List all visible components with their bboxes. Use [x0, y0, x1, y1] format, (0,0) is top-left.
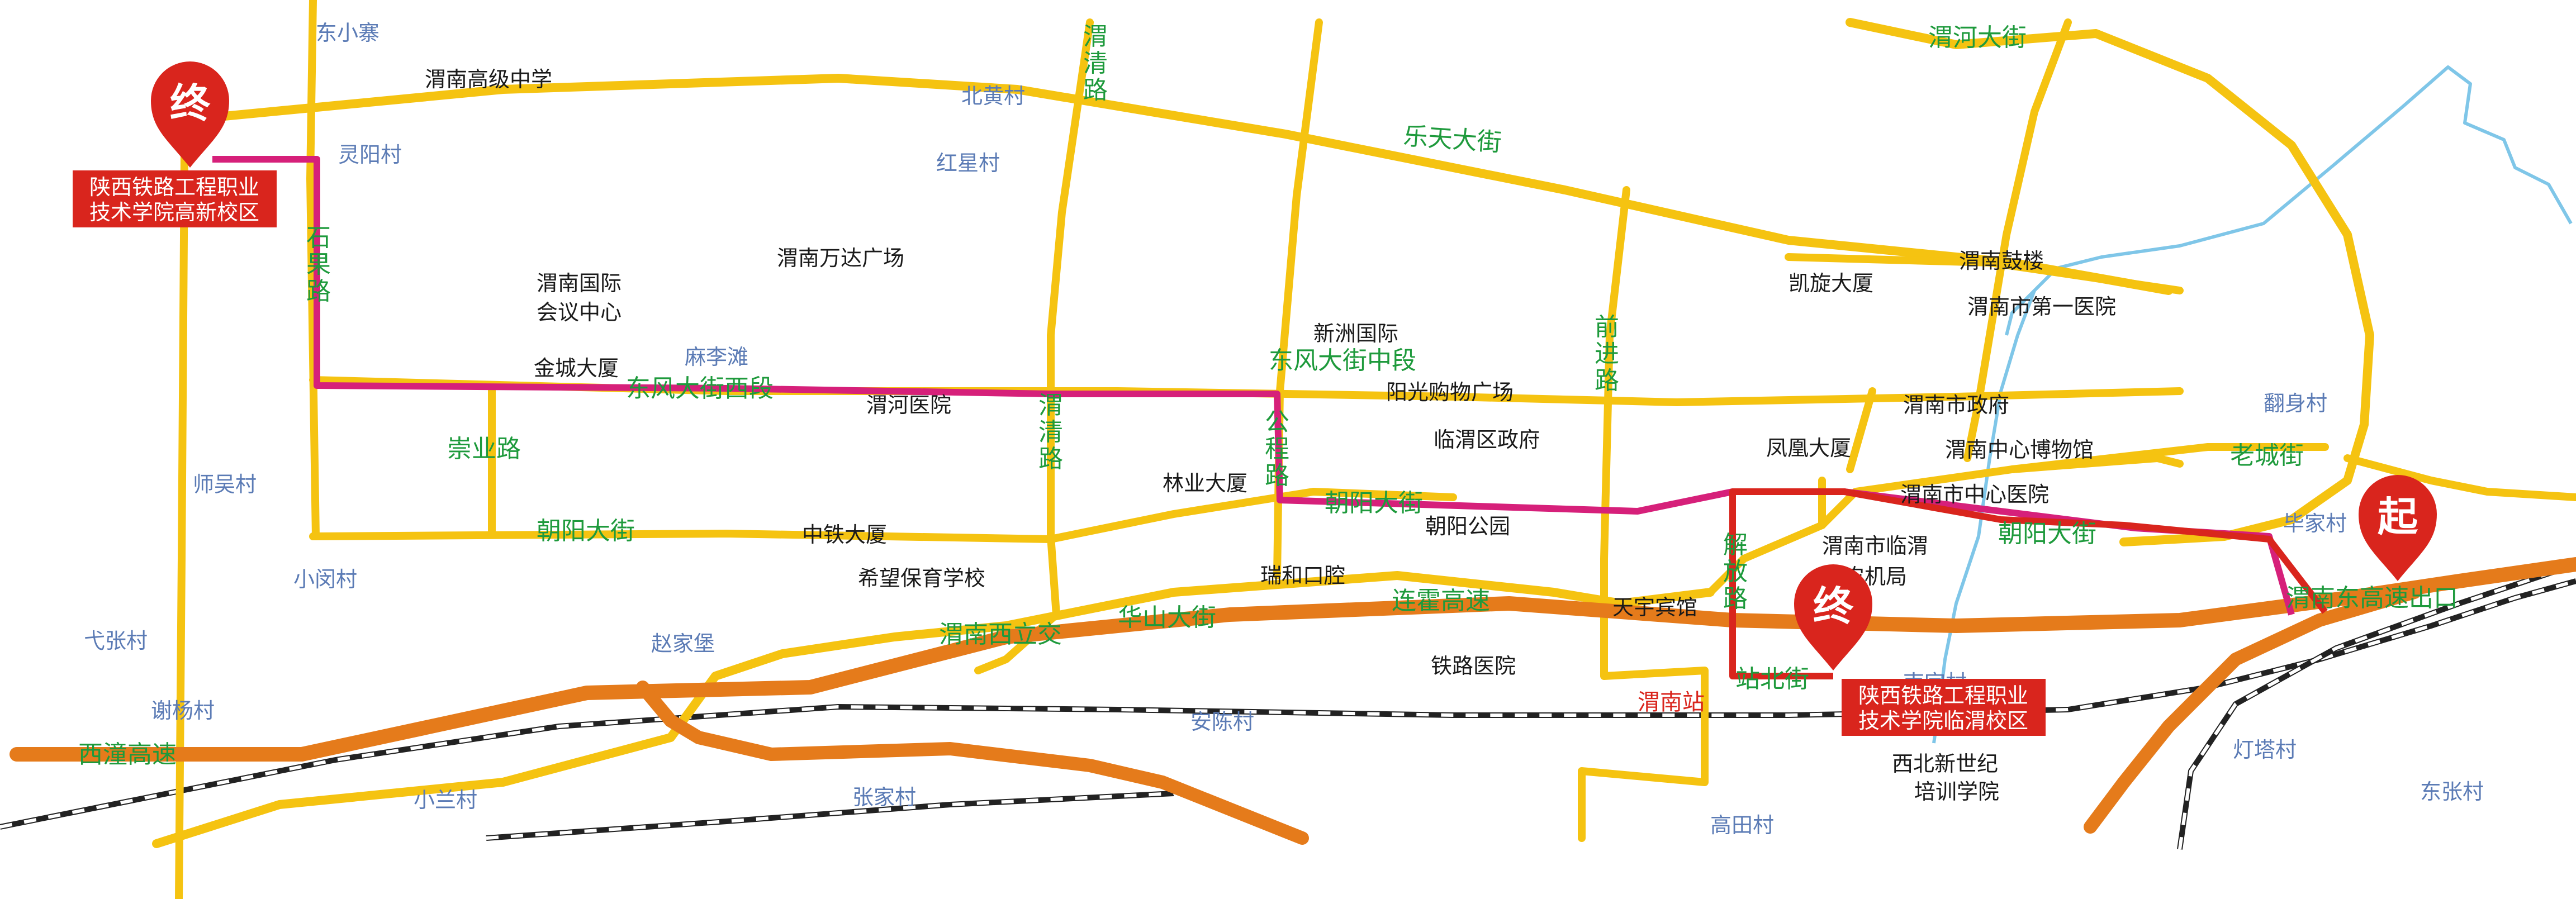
marker-label: 陕西铁路工程职业 — [1858, 683, 2028, 708]
road-label-vertical: 渭清路 — [1038, 391, 1063, 473]
landmark-label: 渭南国际 — [537, 271, 622, 296]
landmark-label: 阳光购物广场 — [1386, 380, 1514, 405]
road-label: 华山大街 — [1118, 603, 1216, 632]
landmark-label: 渭河医院 — [866, 393, 951, 417]
road-label: 西潼高速 — [78, 740, 177, 769]
road-label: 东风大街西段 — [626, 374, 774, 403]
end-marker-linwei[interactable]: 终 陕西铁路工程职业 技术学院临渭校区 — [1794, 564, 2046, 736]
map-pin-icon — [1794, 564, 1872, 670]
landmark-label: 渭南市第一医院 — [1967, 294, 2116, 319]
station-label: 渭南站 — [1638, 689, 1705, 715]
start-marker[interactable]: 起 — [2359, 475, 2437, 581]
village-label: 麻李滩 — [685, 345, 748, 369]
village-label: 小闵村 — [293, 567, 357, 592]
road-label: 连霍高速 — [1392, 587, 1490, 615]
village-label: 师吴村 — [193, 472, 257, 497]
landmark-label: 渭南中心博物馆 — [1945, 437, 2094, 462]
road-label-vertical: 渭清路 — [1083, 22, 1108, 104]
landmark-label: 铁路医院 — [1431, 654, 1516, 678]
marker-glyph: 终 — [170, 80, 211, 127]
minor-roads — [152, 0, 2576, 899]
road-label: 乐天大街 — [1402, 122, 1502, 157]
landmark-label: 渭南万达广场 — [777, 246, 904, 270]
landmark-label: 凯旋大厦 — [1789, 271, 1873, 296]
road-label-vertical: 解放路 — [1723, 531, 1748, 613]
landmark-label: 朝阳公园 — [1425, 514, 1510, 539]
village-label: 安陈村 — [1190, 710, 1254, 734]
road-label: 渭南西立交 — [939, 620, 1062, 649]
village-label: 弋张村 — [84, 629, 148, 653]
landmark-label: 渭南高级中学 — [425, 67, 552, 92]
road-label: 朝阳大街 — [1998, 520, 2096, 548]
road-label-vertical: 公程路 — [1265, 408, 1289, 490]
map-pin-icon — [2359, 475, 2437, 581]
marker-label-box — [1842, 679, 2046, 736]
marker-glyph: 起 — [2378, 493, 2418, 540]
village-label: 小兰村 — [414, 788, 477, 812]
village-label: 东小寨 — [316, 21, 379, 45]
river — [2005, 65, 2573, 336]
landmark-label: 渭南市中心医院 — [1900, 482, 2049, 507]
village-label: 翻身村 — [2264, 391, 2327, 416]
expressways — [10, 557, 2576, 845]
place-labels: 东小寨 渭南高级中学 北黄村 灵阳村 红星村 渭南国际 会议中心 渭南万达广场 … — [84, 21, 2484, 838]
marker-label: 陕西铁路工程职业 — [89, 175, 259, 199]
char: 渭 — [1083, 22, 1108, 51]
landmark-label: 新洲国际 — [1313, 321, 1398, 346]
village-label: 灯塔村 — [2233, 738, 2297, 762]
road-label: 老城街 — [2230, 441, 2304, 470]
village-label: 高田村 — [1710, 813, 1774, 838]
landmark-label: 渭南鼓楼 — [1959, 249, 2044, 273]
landmark-label: 培训学院 — [1914, 779, 1999, 804]
landmark-label: 天宇宾馆 — [1612, 595, 1697, 620]
landmark-label: 西北新世纪 — [1892, 751, 1998, 776]
landmark-label: 金城大厦 — [534, 356, 619, 380]
landmark-label: 渭南市政府 — [1903, 393, 2009, 417]
village-label: 谢杨村 — [151, 698, 215, 723]
village-label: 北黄村 — [961, 84, 1025, 108]
landmark-label: 林业大厦 — [1163, 471, 1247, 496]
village-label: 赵家堡 — [651, 631, 715, 656]
road-label: 站北街 — [1735, 665, 1809, 693]
landmark-label: 临渭区政府 — [1434, 427, 1540, 452]
road-label-vertical: 前进路 — [1595, 313, 1619, 395]
village-label: 灵阳村 — [338, 142, 402, 167]
road-label: 朝阳大街 — [537, 517, 635, 545]
village-label: 红星村 — [936, 151, 1000, 175]
map-pin-icon — [151, 61, 229, 168]
village-label: 东张村 — [2420, 779, 2484, 804]
marker-glyph: 终 — [1813, 583, 1854, 630]
village-label: 毕家村 — [2283, 511, 2347, 536]
landmark-label: 会议中心 — [537, 300, 622, 325]
road-labels: 渭河大街 乐天大街 东风大街中段 东风大街西段 崇业路 朝阳大街 朝阳大街 朝阳… — [78, 22, 2458, 769]
road-label: 东风大街中段 — [1269, 346, 1416, 375]
road-label: 渭河大街 — [1928, 23, 2027, 52]
marker-label: 技术学院临渭校区 — [1858, 708, 2028, 733]
marker-label-box — [73, 170, 277, 227]
landmark-label: 中铁大厦 — [802, 522, 887, 547]
end-marker-high-tech[interactable]: 终 陕西铁路工程职业 技术学院高新校区 — [73, 61, 277, 227]
village-label: 张家村 — [852, 785, 916, 810]
route-to-linwei-campus — [1729, 488, 2328, 679]
landmark-label: 希望保育学校 — [858, 566, 985, 591]
landmark-label: 瑞和口腔 — [1260, 563, 1345, 588]
road-label: 渭南东高速出口 — [2286, 584, 2458, 612]
railway — [0, 562, 2576, 850]
marker-label: 技术学院高新校区 — [89, 200, 259, 225]
landmark-label: 凤凰大厦 — [1766, 436, 1851, 460]
road-label: 朝阳大街 — [1325, 489, 1423, 517]
road-label-vertical: 石果路 — [306, 223, 331, 306]
landmark-label: 渭南市临渭 — [1822, 534, 1928, 558]
road-label: 崇业路 — [447, 435, 521, 463]
